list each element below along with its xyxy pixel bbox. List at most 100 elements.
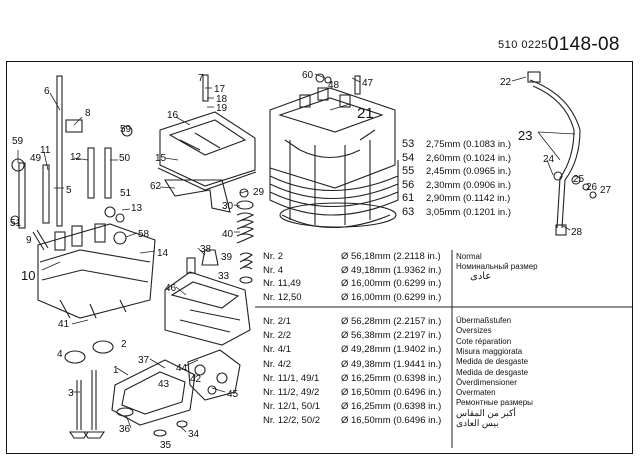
cylinder — [269, 140, 399, 228]
callout-48: 48 — [328, 80, 340, 91]
callout-7: 7 — [198, 73, 204, 84]
callout-49: 49 — [30, 153, 42, 164]
part-number: Nr. 2/1 — [263, 316, 291, 327]
diameter-value: Ø 56,38mm (2.2197 in.) — [341, 330, 442, 342]
diameter-value: Ø 16,00mm (0.6299 in.) — [341, 291, 442, 303]
valves — [64, 340, 188, 439]
diameter-value: Ø 49,18mm (1.9362 in.) — [341, 264, 442, 276]
callout-4: 4 — [57, 349, 63, 360]
callout-62: 62 — [150, 181, 162, 192]
diameter-value: Ø 56,18mm (2.2118 in.) — [341, 251, 441, 262]
oversize-label: أكبر من المقاس — [456, 407, 516, 418]
oversize-label: Cote réparation — [456, 336, 512, 346]
diameter-value: Ø 56,28mm (2.2157 in.) — [341, 316, 442, 327]
callout-41: 41 — [58, 319, 70, 330]
callout-30: 30 — [222, 201, 234, 212]
callout-11: 11 — [40, 145, 51, 156]
oversize-label: Misura maggiorata — [456, 346, 523, 356]
part-number: Nr. 4 — [263, 264, 284, 276]
diameter-value: Ø 49,28mm (1.9402 in.) — [341, 344, 442, 356]
oversize-label: بيس العادى — [456, 418, 499, 428]
callout-21: 21 — [357, 105, 374, 122]
diameter-value: Ø 16,00mm (0.6299 in.) — [341, 278, 442, 290]
part-number: Nr. 4/2 — [263, 358, 291, 370]
part-number: Nr. 11/1, 49/1 — [263, 372, 320, 384]
gasket-number: 56 — [402, 178, 415, 191]
catalog-prefix: 510 0225 — [498, 39, 548, 51]
callout-2: 2 — [121, 339, 127, 350]
part-number: Nr. 4/1 — [263, 344, 291, 356]
callout-15: 15 — [155, 153, 167, 164]
callout-24: 24 — [543, 154, 555, 165]
callout-28: 28 — [571, 227, 583, 238]
gasket-thickness: 2,60mm (0.1024 in.) — [426, 152, 512, 164]
callout-3: 3 — [68, 388, 74, 399]
gasket-number: 61 — [402, 192, 415, 204]
gasket-number: 55 — [402, 165, 415, 177]
callout-27: 27 — [600, 185, 612, 196]
callout-33: 33 — [218, 271, 230, 282]
callout-38: 38 — [200, 244, 212, 255]
callout-1: 1 — [113, 365, 119, 376]
gasket-thickness: 3,05mm (0.1201 in.) — [426, 206, 512, 218]
oil-tube — [527, 71, 597, 236]
callout-9: 9 — [26, 235, 32, 246]
callout-42: 42 — [190, 374, 202, 385]
diameter-value: Ø 16,50mm (0.6496 in.) — [341, 387, 442, 398]
right-cylinder-head — [269, 73, 396, 189]
callout-8: 8 — [85, 108, 91, 119]
part-number: Nr. 11,49 — [263, 278, 301, 290]
diameter-value: Ø 49,38mm (1.9441 in.) — [341, 358, 442, 370]
callout-12: 12 — [70, 152, 82, 163]
callout-36: 36 — [119, 424, 131, 435]
callout-5: 5 — [66, 185, 72, 196]
gasket-thickness: 2,45mm (0.0965 in.) — [426, 166, 512, 177]
callout-59: 59 — [120, 124, 132, 135]
callout-39: 39 — [221, 252, 233, 263]
oversize-label: Medida de desgaste — [456, 367, 529, 377]
callout-22: 22 — [500, 77, 512, 88]
part-number: Nr. 12/2, 50/2 — [263, 415, 321, 427]
callout-46: 46 — [165, 283, 177, 294]
oversize-label: Overmaten — [456, 388, 496, 398]
catalog-main-number: 0148-08 — [547, 34, 620, 55]
callout-6: 6 — [44, 86, 50, 97]
oversize-label: Oversizes — [456, 326, 492, 336]
diameter-value: Ø 16,50mm (0.6496 in.) — [341, 415, 442, 427]
callout-26: 26 — [586, 182, 598, 193]
callout-59: 59 — [12, 136, 24, 147]
callout-18: 18 — [216, 94, 228, 105]
callout-40: 40 — [222, 229, 234, 240]
normal-label: Normal — [456, 252, 482, 261]
callout-17: 17 — [214, 84, 226, 95]
oversize-label: Överdimensioner — [456, 377, 517, 387]
rocker-housing — [164, 257, 251, 346]
callout-44: 44 — [176, 363, 188, 374]
gasket-thickness: 2,90mm (0.1142 in.) — [426, 193, 511, 204]
part-number: Nr. 2 — [263, 251, 284, 262]
callout-58: 58 — [138, 229, 150, 240]
callout-34: 34 — [188, 429, 200, 440]
part-number: Nr. 11/2, 49/2 — [263, 387, 320, 398]
gasket-thickness: 2,30mm (0.0906 in.) — [426, 179, 512, 191]
gasket-number: 53 — [402, 138, 415, 150]
oversize-label: Medida de desgaste — [456, 357, 529, 367]
callout-13: 13 — [131, 203, 143, 214]
callout-10: 10 — [21, 268, 36, 283]
callout-51: 51 — [10, 218, 22, 229]
normal-label: Номинальный размер — [456, 262, 538, 271]
left-cylinder-head — [37, 206, 156, 319]
callout-25: 25 — [573, 174, 585, 185]
gasket-number: 63 — [402, 205, 415, 218]
callout-14: 14 — [157, 248, 169, 259]
callout-43: 43 — [158, 379, 170, 390]
catalog-number: 510 02250148-08 — [498, 34, 620, 56]
gaskets — [111, 349, 241, 426]
valve-cover — [157, 74, 257, 213]
callout-19: 19 — [216, 103, 228, 114]
callout-60: 60 — [302, 70, 314, 81]
gasket-number: 54 — [402, 151, 415, 164]
part-number: Nr. 2/2 — [263, 330, 291, 342]
table-rules — [255, 250, 633, 448]
